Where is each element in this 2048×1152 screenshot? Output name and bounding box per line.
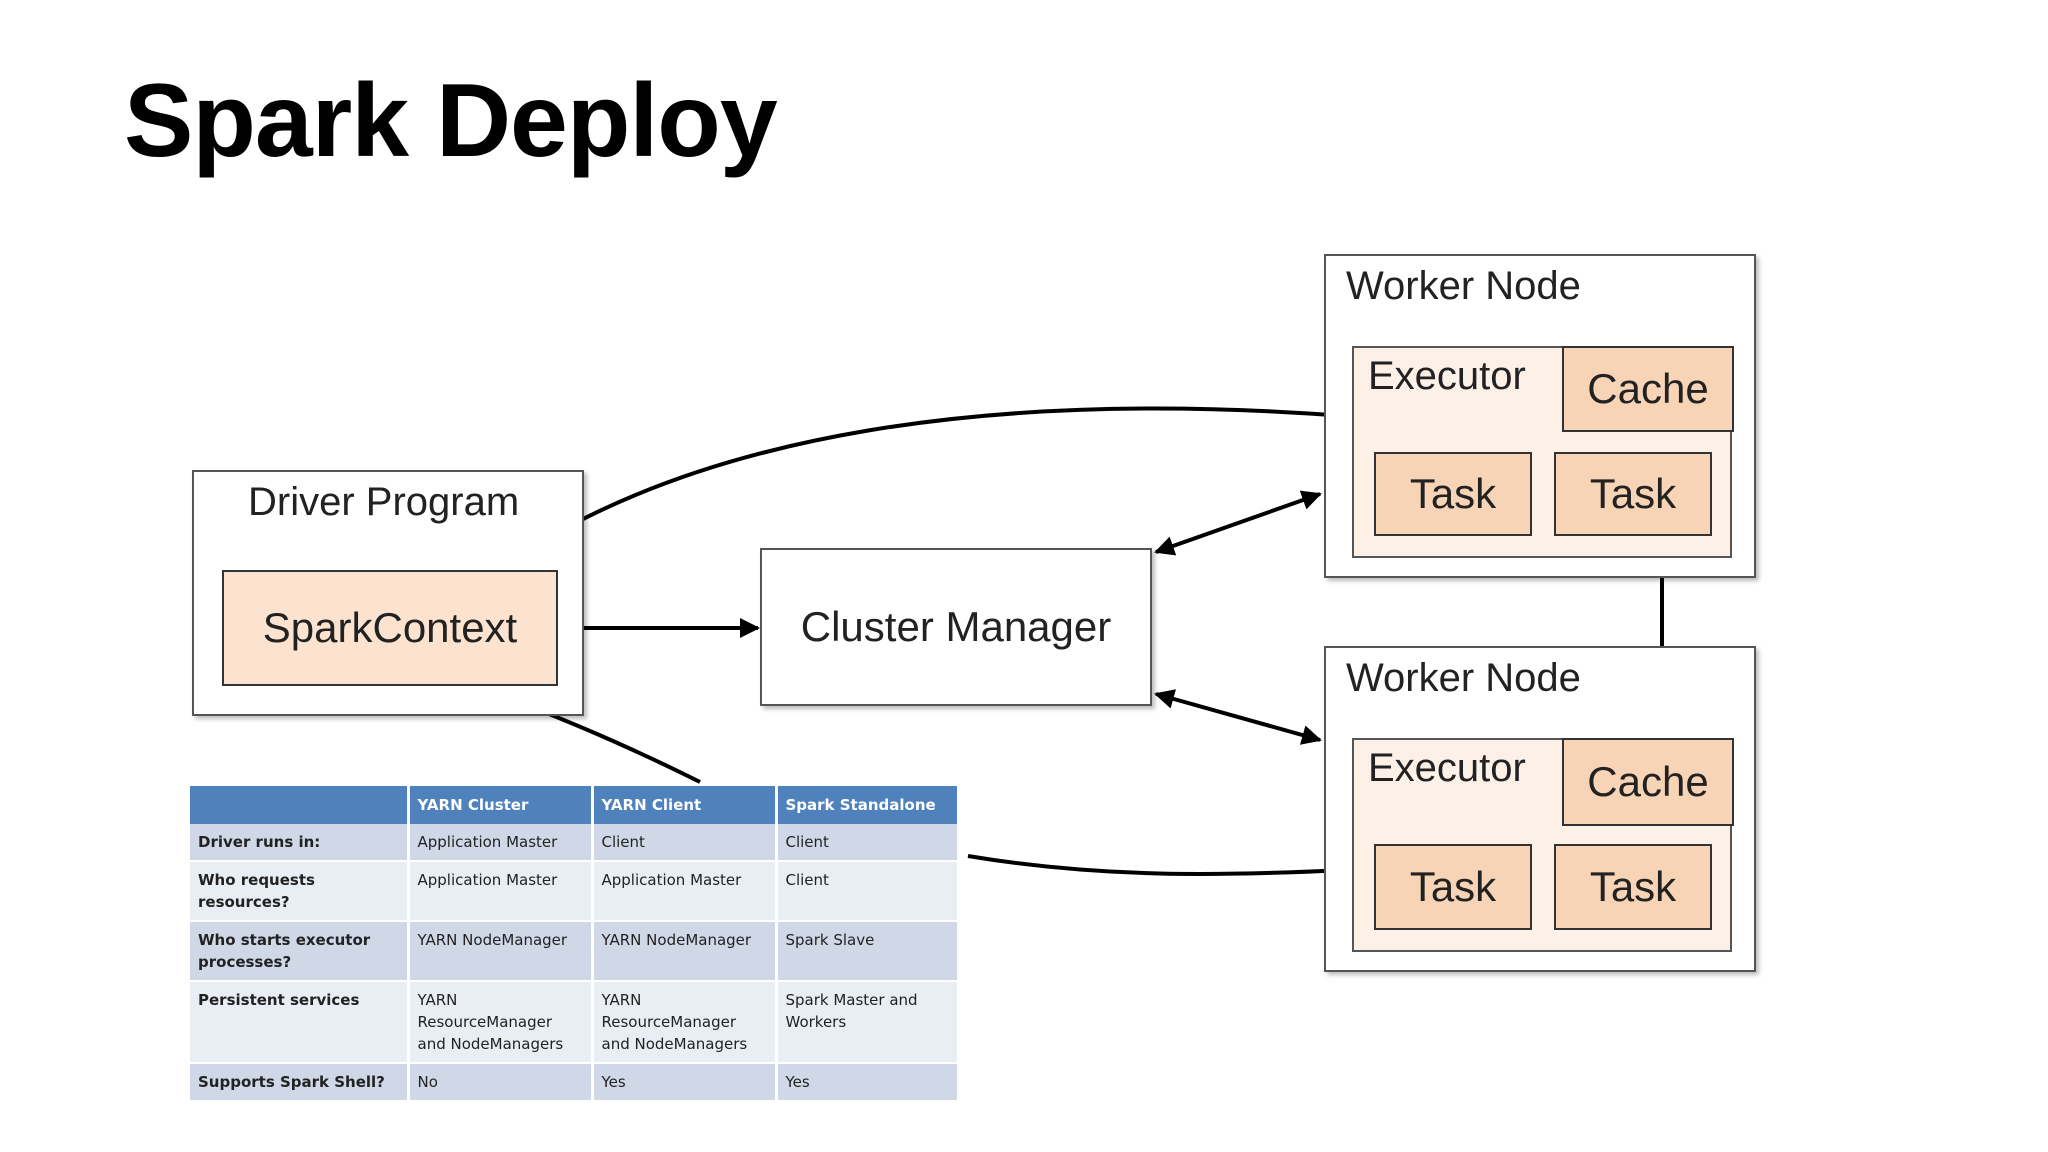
spark-context-box: SparkContext bbox=[222, 570, 558, 686]
task-box: Task bbox=[1554, 452, 1712, 536]
cache-box: Cache bbox=[1562, 346, 1734, 432]
table-cell: Yes bbox=[776, 1063, 960, 1102]
table-row-header: Who requests resources? bbox=[190, 861, 410, 922]
table-header-cell: Spark Standalone bbox=[776, 786, 960, 824]
table-row-header: Who starts executor processes? bbox=[190, 921, 410, 982]
table-header-cell: YARN Cluster bbox=[408, 786, 594, 824]
table-row-header: Supports Spark Shell? bbox=[190, 1063, 410, 1102]
table-cell: YARN ResourceManager and NodeManagers bbox=[408, 981, 594, 1064]
table-cell: Application Master bbox=[408, 824, 594, 862]
driver-program-label: Driver Program bbox=[248, 480, 520, 524]
table-cell: YARN NodeManager bbox=[592, 921, 778, 982]
task-box: Task bbox=[1554, 844, 1712, 930]
table-row: Who starts executor processes? YARN Node… bbox=[190, 921, 960, 982]
table-cell: Application Master bbox=[592, 861, 778, 922]
arrow-cluster-manager-to-worker2 bbox=[1154, 689, 1322, 745]
table-header-cell: YARN Client bbox=[592, 786, 778, 824]
deploy-mode-comparison-table: YARN Cluster YARN Client Spark Standalon… bbox=[190, 786, 960, 1102]
table-cell: Client bbox=[776, 861, 960, 922]
executor-box: Executor Cache Task Task bbox=[1352, 346, 1734, 558]
executor-label: Executor bbox=[1368, 746, 1526, 790]
cluster-manager-box: Cluster Manager bbox=[760, 548, 1152, 706]
executor-label: Executor bbox=[1368, 354, 1526, 398]
worker-node-label: Worker Node bbox=[1346, 264, 1581, 308]
executor-box: Executor Cache Task Task bbox=[1352, 738, 1734, 952]
page-title: Spark Deploy bbox=[124, 63, 778, 179]
table-cell: Spark Master and Workers bbox=[776, 981, 960, 1064]
table-row: Driver runs in: Application Master Clien… bbox=[190, 824, 960, 862]
table-cell: No bbox=[408, 1063, 594, 1102]
table-header-cell bbox=[190, 786, 410, 824]
table-row-header: Driver runs in: bbox=[190, 824, 410, 862]
table-cell: YARN NodeManager bbox=[408, 921, 594, 982]
table-cell: Client bbox=[776, 824, 960, 862]
arrow-context-to-worker2-lower bbox=[967, 854, 1348, 881]
worker-node-box: Worker Node Executor Cache Task Task bbox=[1324, 646, 1756, 972]
table-row-header: Persistent services bbox=[190, 981, 410, 1064]
worker-node-box: Worker Node Executor Cache Task Task bbox=[1324, 254, 1756, 578]
table-cell: Application Master bbox=[408, 861, 594, 922]
task-box: Task bbox=[1374, 452, 1532, 536]
arrow-cluster-manager-to-worker1 bbox=[1154, 490, 1322, 556]
table-row: Supports Spark Shell? No Yes Yes bbox=[190, 1063, 960, 1102]
table-row: Persistent services YARN ResourceManager… bbox=[190, 981, 960, 1064]
driver-program-box: Driver Program SparkContext bbox=[192, 470, 584, 716]
table-cell: Spark Slave bbox=[776, 921, 960, 982]
table-row: Who requests resources? Application Mast… bbox=[190, 861, 960, 922]
table-cell: Client bbox=[592, 824, 778, 862]
worker-node-label: Worker Node bbox=[1346, 656, 1581, 700]
table-header-row: YARN Cluster YARN Client Spark Standalon… bbox=[190, 786, 960, 824]
table-cell: YARN ResourceManager and NodeManagers bbox=[592, 981, 778, 1064]
task-box: Task bbox=[1374, 844, 1532, 930]
arrow-driver-to-worker1 bbox=[498, 404, 1348, 570]
cache-box: Cache bbox=[1562, 738, 1734, 826]
table-cell: Yes bbox=[592, 1063, 778, 1102]
